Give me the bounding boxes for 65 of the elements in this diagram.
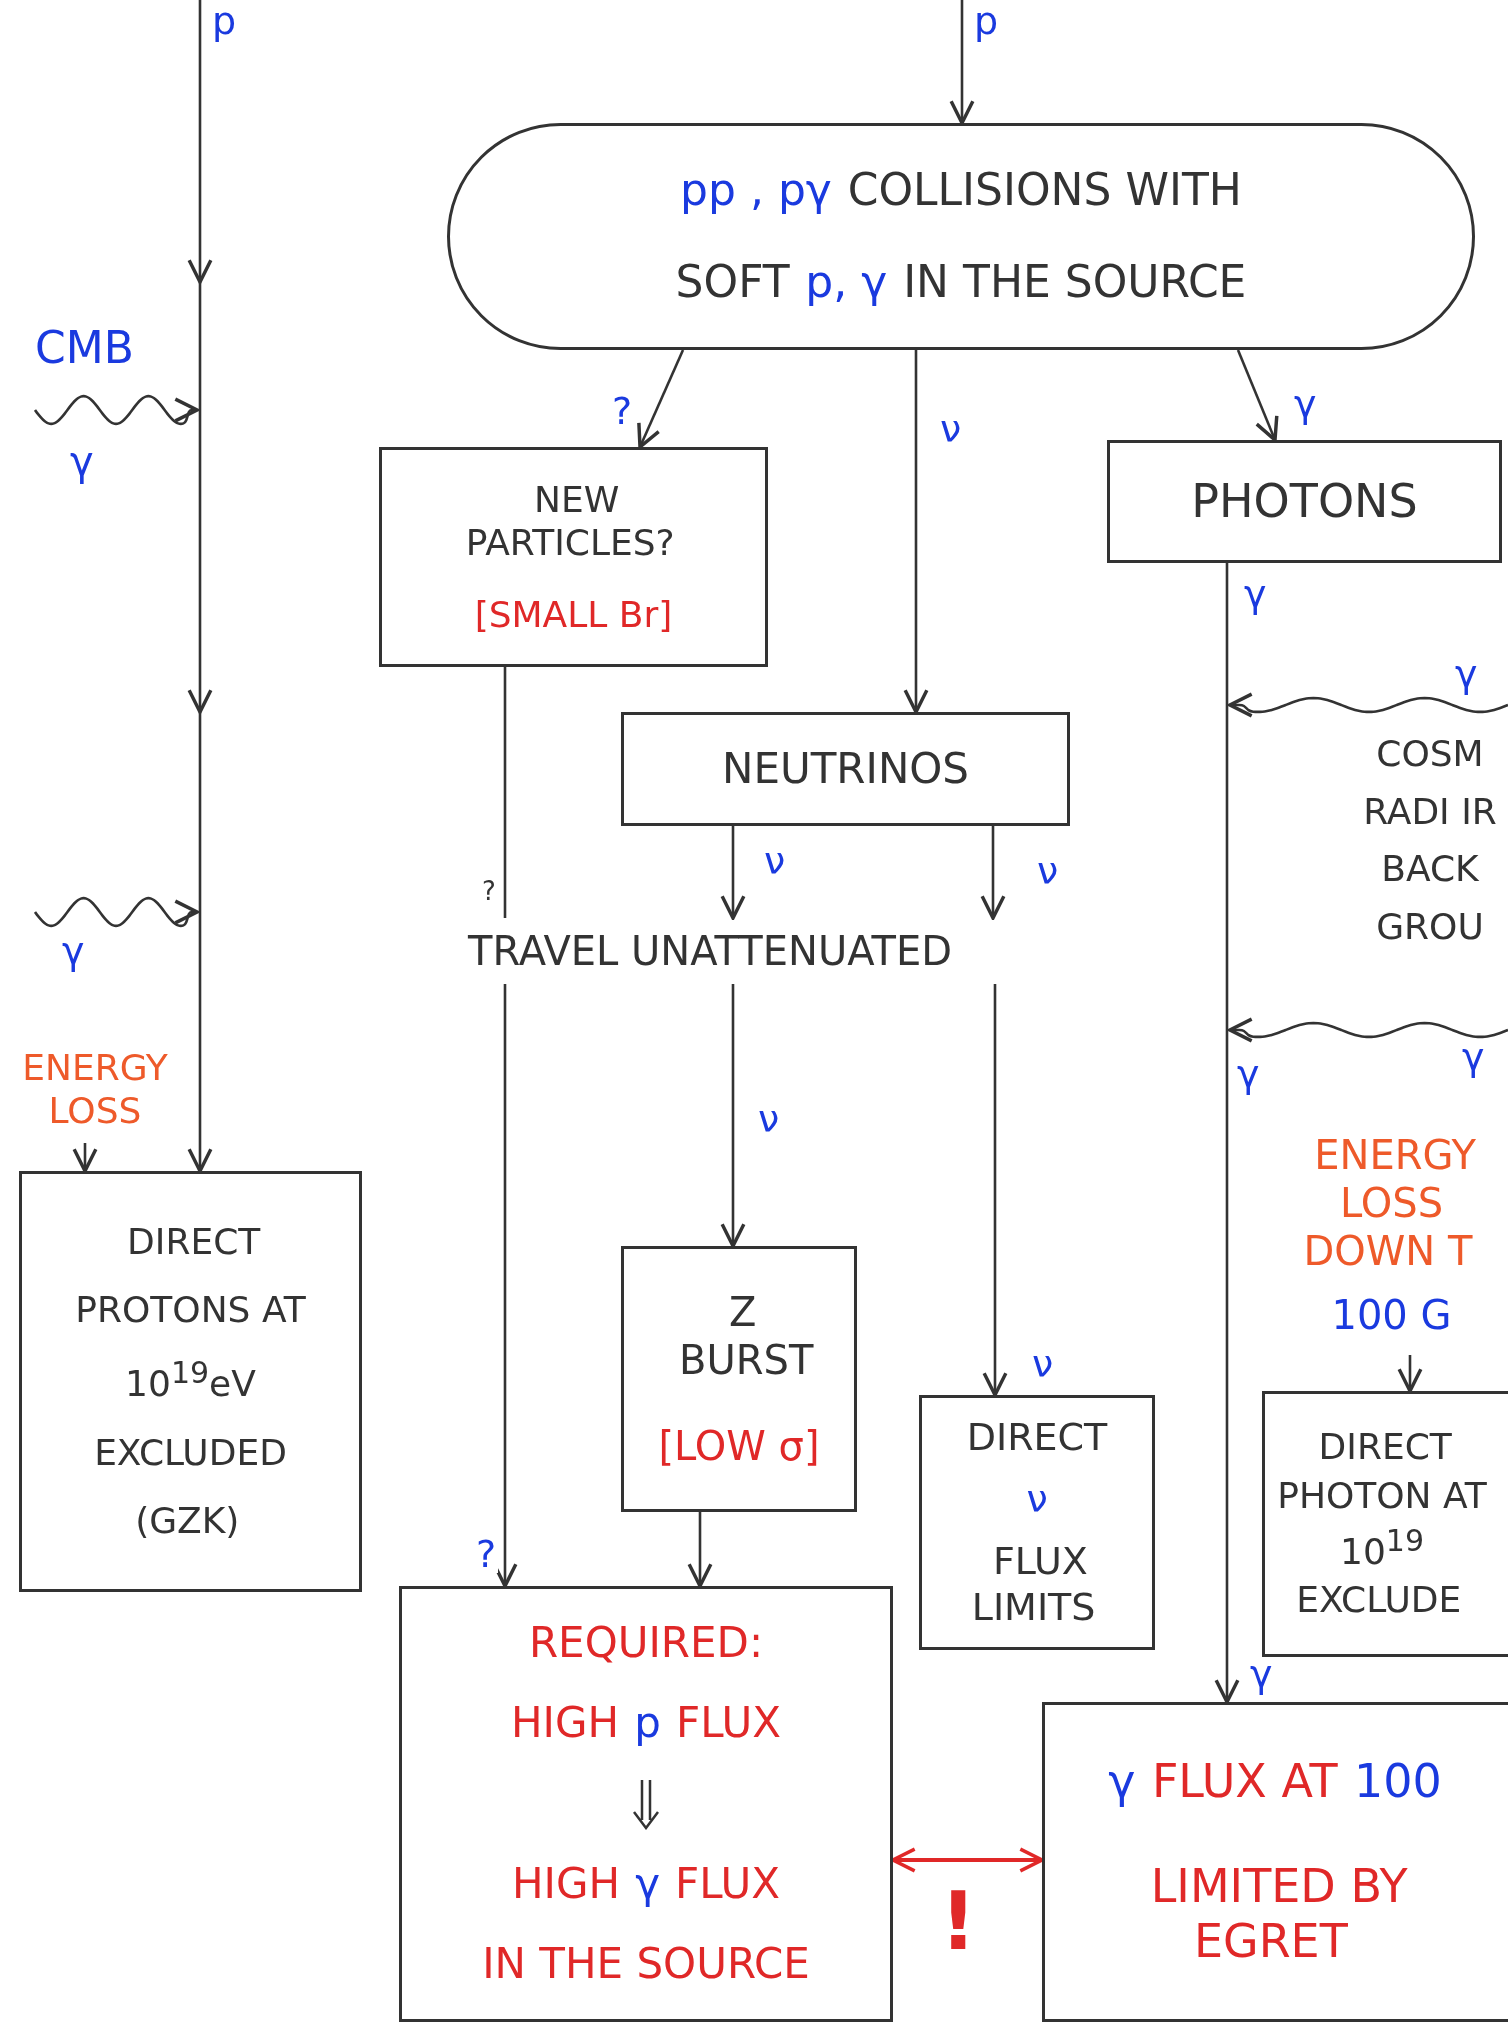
node-text: REQUIRED: <box>528 1618 764 1668</box>
flow-text: TRAVEL UNATTENUATED <box>370 918 1050 984</box>
node-text: DIRECT PROTONS AT 10$^{19}$eV EXCLUDED (GZK) <box>75 1220 306 1542</box>
arrow <box>903 350 929 714</box>
symbol-label: γ <box>1250 1655 1273 1695</box>
node-text: γ <box>1108 1754 1136 1809</box>
process-box <box>1262 1391 1508 1657</box>
process-box <box>621 1246 857 1512</box>
arrow <box>891 1847 1044 1873</box>
arrow <box>637 349 685 449</box>
node-text: DIRECT PHOTON AT 10$^{19}$ EXCLUDE <box>1277 1426 1487 1621</box>
node-text: HIGH <box>511 1698 620 1748</box>
node-text: Z BURST <box>679 1288 814 1383</box>
node-text: SOFT <box>675 255 790 307</box>
process-box <box>1042 1702 1508 2022</box>
arrow <box>687 1512 713 1588</box>
symbol-label: γ <box>1462 1038 1485 1078</box>
node-text: 100 <box>1354 1754 1442 1809</box>
arrow <box>980 826 1006 920</box>
node-text: PHOTONS <box>1191 473 1418 528</box>
process-box <box>1107 440 1502 563</box>
arrow <box>720 826 746 920</box>
symbol-label: γ <box>70 440 94 482</box>
symbol-label: γ <box>1455 655 1478 695</box>
node-text: pp , pγ <box>680 164 832 216</box>
node-text: γ <box>635 1859 660 1909</box>
arrow <box>1236 349 1279 442</box>
node-text: [SMALL Br] <box>474 593 673 635</box>
node-text: FLUX <box>675 1859 781 1909</box>
node-text: LIMITED BY EGRET <box>1150 1859 1408 1969</box>
arrow <box>1214 563 1240 1704</box>
node-text: p <box>634 1698 661 1748</box>
exclamation-mark: ! <box>940 1880 977 1964</box>
process-box <box>19 1171 362 1592</box>
node-text: 100 G <box>1331 1292 1452 1338</box>
question-mark: ? <box>482 878 496 906</box>
arrow <box>949 0 975 125</box>
symbol-label: γ <box>62 932 85 972</box>
node-text: [LOW σ] <box>658 1423 820 1470</box>
process-box <box>399 1586 893 2022</box>
node-text: FLUX AT <box>1151 1754 1338 1809</box>
node-text: ENERGY LOSS DOWN T <box>1303 1132 1476 1274</box>
node-text: IN THE SOURCE <box>482 1939 810 1989</box>
process-box <box>379 447 768 667</box>
node-text: p, γ <box>805 255 888 307</box>
arrow <box>187 0 213 1171</box>
node-text: IN THE SOURCE <box>903 255 1247 307</box>
symbol-label: γ <box>1237 1055 1260 1095</box>
process-box <box>621 712 1070 826</box>
node-text: COLLISIONS WITH <box>847 164 1242 216</box>
node-text: FLUX LIMITS <box>971 1539 1096 1629</box>
arrow <box>72 1143 98 1173</box>
node-text: NEW PARTICLES? <box>465 479 675 564</box>
annotation-text: COSM RADI IR BACK GROU <box>1362 732 1498 949</box>
node-text: ν <box>1026 1476 1048 1521</box>
node-text: HIGH <box>511 1859 621 1909</box>
node-text: NEUTRINOS <box>721 743 970 793</box>
arrow <box>720 984 746 1248</box>
annotation-text: ENERGY LOSS <box>5 1035 185 1143</box>
symbol-label: CMB <box>35 325 134 372</box>
node-text: FLUX <box>676 1698 781 1748</box>
node-text: DIRECT <box>966 1414 1108 1459</box>
arrow <box>982 984 1008 1397</box>
arrow <box>1397 1355 1423 1393</box>
process-box <box>919 1395 1155 1650</box>
